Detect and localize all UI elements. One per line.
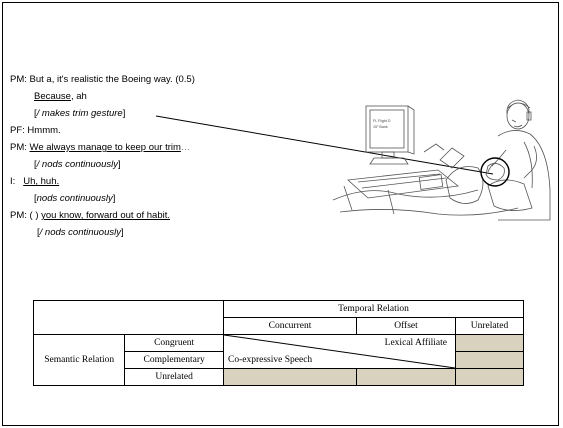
underlined-utterance: Because — [34, 91, 71, 102]
bracket-open: [ — [34, 159, 37, 170]
gesture-text: / nods continuously — [39, 227, 121, 238]
diagonal-cell: Lexical Affiliate Co-expressive Speech — [223, 334, 456, 369]
gesture-text: / nods continuously — [36, 159, 118, 170]
gesture-annotation: [/ nods continuously] — [10, 156, 310, 173]
table-corner — [33, 300, 224, 335]
screen-text: FL Flight D — [373, 119, 391, 123]
bracket-open: [ — [34, 108, 37, 119]
shaded-cell — [455, 351, 524, 369]
transcript-line: PM: But a, it's realistic the Boeing way… — [10, 71, 310, 88]
bracket-close: ] — [120, 227, 124, 238]
shaded-cell — [455, 368, 524, 386]
bracket-open: [ — [37, 227, 40, 238]
temporal-semantic-table: Temporal Relation Concurrent Offset Unre… — [32, 300, 524, 386]
row-header: Unrelated — [124, 368, 224, 386]
column-header: Unrelated — [455, 317, 524, 335]
header-temporal-relation: Temporal Relation — [223, 300, 524, 318]
shaded-cell — [223, 368, 357, 386]
speaker-label: PF: — [10, 125, 25, 136]
bracket-close: ] — [122, 108, 126, 119]
bracket-close: ] — [112, 193, 116, 204]
speaker-label: PM: — [10, 142, 27, 153]
shaded-cell — [356, 368, 456, 386]
row-group-semantic-relation: Semantic Relation — [32, 334, 126, 386]
underlined-utterance: Uh, huh. — [23, 176, 60, 187]
utterance-tail: … — [180, 142, 191, 153]
gesture-highlight — [480, 157, 510, 187]
utterance: Hmmm. — [27, 125, 61, 136]
transcript: PM: But a, it's realistic the Boeing way… — [10, 71, 310, 241]
gesture-annotation: [/ nods continuously] — [10, 224, 310, 241]
utterance-tail: , ah — [70, 91, 87, 102]
transcript-line: PM: We always manage to keep our trim… — [10, 139, 310, 156]
row-header: Complementary — [124, 351, 224, 369]
diagonal-divider — [224, 335, 455, 368]
transcript-line: PF: Hmmm. — [10, 122, 310, 139]
underlined-utterance: you know, forward out of habit. — [41, 210, 170, 221]
diag-upper-label: Lexical Affiliate — [384, 338, 447, 348]
speaker-label: I: — [10, 176, 16, 187]
underlined-utterance: We always manage to keep our trim — [29, 142, 181, 153]
utterance: But a, it's realistic the Boeing way. (0… — [29, 74, 195, 85]
speaker-label: PM: — [10, 74, 27, 85]
utterance-prefix: ( ) — [29, 210, 42, 221]
transcript-line: I: Uh, huh. — [10, 173, 310, 190]
cockpit-illustration: FL Flight D 15° Bank — [332, 99, 551, 221]
transcript-line: PM: ( ) you know, forward out of habit. — [10, 207, 310, 224]
gesture-text: nods continuously — [36, 193, 113, 204]
transcript-line: Because, ah — [10, 88, 310, 105]
gesture-annotation: [/ makes trim gesture] — [10, 105, 310, 122]
speaker-label: PM: — [10, 210, 27, 221]
column-header: Offset — [356, 317, 456, 335]
shaded-cell — [455, 334, 524, 352]
bracket-open: [ — [34, 193, 37, 204]
gesture-text: / makes trim gesture — [36, 108, 123, 119]
column-header: Concurrent — [223, 317, 357, 335]
row-header: Congruent — [124, 334, 224, 352]
gesture-annotation: [nods continuously] — [10, 190, 310, 207]
diag-lower-label: Co-expressive Speech — [228, 355, 313, 365]
screen-text: 15° Bank — [373, 125, 388, 129]
bracket-close: ] — [117, 159, 121, 170]
